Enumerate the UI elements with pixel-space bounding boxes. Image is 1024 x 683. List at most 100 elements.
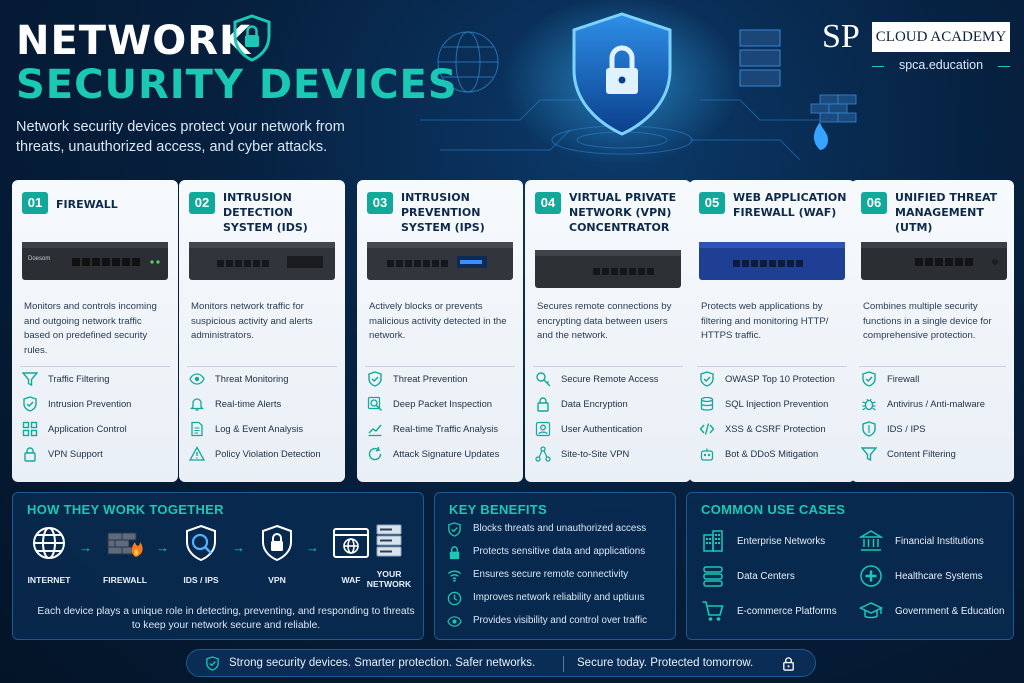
shield-icon (862, 421, 876, 437)
divider (533, 366, 683, 367)
feature-item: Firewall (861, 370, 1011, 390)
refresh-icon (368, 446, 382, 461)
flow-note: Each device plays a unique role in detec… (37, 606, 415, 631)
buildings-icon (703, 530, 723, 552)
panel-title: HOW THEY WORK TOGETHER (27, 502, 224, 517)
shield-check-icon (700, 371, 714, 387)
card-description: Actively blocks or prevents malicious ac… (369, 301, 507, 341)
shield-check-icon (368, 371, 382, 387)
warning-icon (189, 446, 205, 461)
feature-item: Attack Signature Updates (367, 445, 517, 465)
feature-item: OWASP Top 10 Protection (699, 370, 849, 390)
flow-step-ids-ips: IDS / IPS (171, 523, 231, 585)
bug-icon (862, 398, 876, 411)
graduation-cap-icon (859, 602, 883, 619)
logo-url[interactable]: spca.education (872, 58, 1010, 72)
card-number: 01 (22, 192, 48, 214)
card-title: INTRUSION PREVENTION SYSTEM (IPS) (401, 191, 485, 234)
grid-icon (22, 421, 38, 437)
code-icon (699, 423, 715, 435)
logo-monogram: SP (822, 18, 860, 55)
key-icon (536, 372, 551, 387)
feature-item: Application Control (22, 420, 172, 440)
feature-item: Real-time Alerts (189, 395, 339, 415)
network-icon (535, 446, 551, 462)
feature-item: Policy Violation Detection (189, 445, 339, 465)
shield-check-icon (862, 371, 876, 387)
benefit-item: Improves network reliability and uptiuıı… (447, 590, 677, 610)
card-title: FIREWALL (56, 198, 118, 211)
use-case-item: Data Centers (701, 564, 861, 590)
arrow-right-icon: → (79, 540, 92, 555)
chart-icon (368, 424, 382, 437)
waf-browser-icon (333, 528, 369, 558)
divider (20, 366, 170, 367)
feature-item: Secure Remote Access (535, 370, 685, 390)
panel-title: KEY BENEFITS (449, 502, 547, 517)
card-vpn: 04 VIRTUAL PRIVATE NETWORK (VPN) CONCENT… (525, 180, 691, 482)
hero-shield-illustration (420, 0, 857, 165)
brand-logo: SP CLOUD ACADEMY (822, 18, 1010, 56)
use-case-item: Enterprise Networks (701, 529, 861, 555)
bank-icon (859, 530, 883, 551)
page-title-line1: NETWORK (16, 18, 252, 64)
card-ips: 03 INTRUSION PREVENTION SYSTEM (IPS) Act… (357, 180, 523, 482)
use-case-item: E-commerce Platforms (701, 599, 861, 625)
logo-name: CLOUD ACADEMY (872, 22, 1010, 52)
card-description: Monitors network traffic for suspicious … (191, 301, 313, 341)
card-firewall: 01 FIREWALL Doesom Monitors and controls… (12, 180, 178, 482)
card-description: Secures remote connections by encrypting… (537, 301, 672, 341)
page-title-line2: SECURITY DEVICES (16, 62, 458, 108)
ips-device-image (367, 242, 513, 280)
globe-icon (33, 527, 65, 559)
globe-wireframe (437, 31, 499, 93)
device-brand: Doesom (28, 256, 50, 262)
flow-step-internet: INTERNET (19, 523, 79, 585)
clock-icon (447, 591, 462, 606)
benefit-item: Ensures secure remote connectivity (447, 567, 677, 587)
cart-icon (702, 601, 724, 621)
brick-wall-graphic (810, 94, 857, 123)
feature-item: VPN Support (22, 445, 172, 465)
divider (365, 366, 515, 367)
lock-icon (783, 657, 794, 671)
arrow-right-icon: → (156, 540, 169, 555)
vpn-device-image (535, 250, 681, 288)
feature-item: Deep Packet Inspection (367, 395, 517, 415)
card-title: INTRUSION DETECTION SYSTEM (IDS) (223, 191, 308, 234)
database-icon (703, 566, 723, 587)
flow-step-your-network: YOUR NETWORK (359, 523, 419, 589)
card-ids: 02 INTRUSION DETECTION SYSTEM (IDS) Moni… (179, 180, 345, 482)
flow-step-waf: WAF (321, 523, 381, 585)
feature-item: Bot & DDoS Mitigation (699, 445, 849, 465)
divider (563, 656, 564, 672)
feature-item: XSS & CSRF Protection (699, 420, 849, 440)
wifi-icon (447, 570, 462, 582)
search-icon (367, 396, 383, 412)
use-case-item: Healthcare Systems (859, 564, 1019, 590)
use-case-item: Government & Education (859, 599, 1019, 625)
card-number: 03 (367, 192, 393, 214)
benefit-item: Blocks threats and unauthorized access (447, 521, 677, 541)
benefit-item: Protects sensitive data and applications (447, 544, 677, 564)
user-icon (535, 421, 551, 437)
key-benefits-panel: KEY BENEFITS Blocks threats and unauthor… (434, 492, 676, 640)
card-title: UNIFIED THREAT MANAGEMENT (UTM) (895, 191, 998, 234)
feature-item: Traffic Filtering (22, 370, 172, 390)
shield-check-icon (448, 522, 461, 537)
divider (697, 366, 847, 367)
divider (859, 366, 1006, 367)
benefit-item: Provides visibility and control over tra… (447, 613, 677, 633)
lock-icon (537, 397, 549, 412)
shield-check-icon (206, 656, 219, 671)
utm-device-image (861, 242, 1007, 280)
ids-ips-icon (186, 524, 216, 562)
feature-item: User Authentication (535, 420, 685, 440)
panel-title: COMMON USE CASES (701, 502, 846, 517)
vpn-shield-icon (262, 524, 292, 562)
lock-icon (449, 546, 460, 560)
footer-tagline-left: Strong security devices. Smarter protect… (229, 657, 536, 669)
card-title: VIRTUAL PRIVATE NETWORK (VPN) CONCENTRAT… (569, 191, 677, 234)
card-utm: 06 UNIFIED THREAT MANAGEMENT (UTM) Combi… (851, 180, 1014, 482)
feature-item: Threat Prevention (367, 370, 517, 390)
